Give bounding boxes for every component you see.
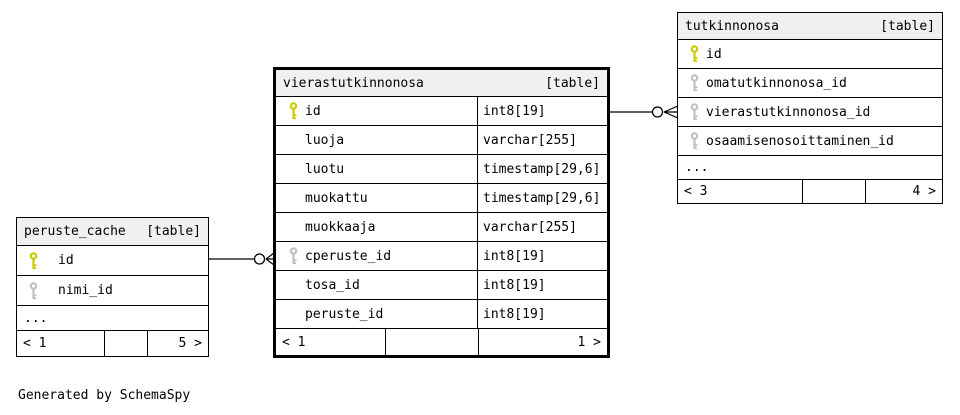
column-name: muokkaaja (305, 219, 376, 235)
footer-spacer (802, 180, 865, 203)
column-row-tosa-id: tosa_id int8[19] (276, 271, 607, 300)
foreign-key-icon (29, 281, 38, 300)
column-row-muokkaaja: muokkaaja varchar[255] (276, 213, 607, 242)
column-type: int8[19] (483, 306, 546, 322)
column-type: int8[19] (483, 248, 546, 264)
column-name: id (305, 103, 321, 119)
column-row-vierastutkinnonosa-id: vierastutkinnonosa_id (678, 98, 942, 127)
column-row-id: id int8[19] (276, 97, 607, 126)
foreign-key-icon (690, 103, 699, 121)
column-row-peruste-id: peruste_id int8[19] (276, 300, 607, 329)
parent-count: < 3 (684, 184, 708, 199)
zero-or-one-circle (651, 106, 664, 118)
crow-foot-icon (663, 105, 679, 119)
column-name: id (58, 253, 74, 268)
zero-or-one-circle (253, 253, 266, 265)
column-type: int8[19] (483, 277, 546, 293)
hidden-columns-ellipsis: ... (678, 156, 942, 180)
child-count: 4 > (865, 180, 942, 203)
child-count: 1 > (478, 329, 607, 355)
column-name: vierastutkinnonosa_id (706, 104, 871, 120)
footer-spacer (385, 329, 478, 355)
column-name: luoja (305, 132, 345, 148)
column-row-luotu: luotu timestamp[29,6] (276, 155, 607, 184)
column-name: nimi_id (58, 283, 113, 298)
foreign-key-icon (690, 132, 699, 150)
column-row-muokattu: muokattu timestamp[29,6] (276, 184, 607, 213)
table-type-label: [table] (880, 18, 935, 34)
table-vierastutkinnonosa: vierastutkinnonosa [table] id int8[19] l… (273, 67, 610, 358)
child-count: 5 > (147, 331, 208, 356)
generated-by-credit: Generated by SchemaSpy (18, 388, 191, 403)
foreign-key-icon (690, 74, 699, 92)
column-name: cperuste_id (305, 248, 392, 264)
table-peruste-cache: peruste_cache [table] id nimi_id ... < 1 (16, 217, 209, 357)
table-footer: < 3 4 > (678, 180, 942, 203)
parent-count: < 1 (282, 334, 306, 350)
column-name: omatutkinnonosa_id (706, 75, 847, 91)
column-row-luoja: luoja varchar[255] (276, 126, 607, 155)
column-type: timestamp[29,6] (483, 190, 601, 206)
column-type: timestamp[29,6] (483, 161, 601, 177)
ellipsis-text: ... (685, 160, 709, 175)
column-row-osaamisenosoittaminen-id: osaamisenosoittaminen_id (678, 127, 942, 156)
column-name: peruste_id (305, 306, 384, 322)
column-name: luotu (305, 161, 345, 177)
ellipsis-text: ... (24, 310, 48, 326)
table-title: peruste_cache (24, 224, 126, 239)
table-title: tutkinnonosa (685, 18, 779, 34)
column-row-nimi-id: nimi_id (17, 276, 208, 306)
column-type: varchar[255] (483, 132, 577, 148)
footer-spacer (104, 331, 147, 356)
column-row-id: id (17, 246, 208, 276)
column-name: id (706, 46, 722, 62)
table-header[interactable]: peruste_cache [table] (17, 218, 208, 246)
column-row-id: id (678, 40, 942, 69)
foreign-key-icon (289, 247, 298, 265)
table-header[interactable]: tutkinnonosa [table] (678, 13, 942, 40)
table-footer: < 1 1 > (276, 329, 607, 355)
relationship-vierastutkinnonosa-tutkinnonosa (610, 105, 679, 119)
column-type: int8[19] (483, 103, 546, 119)
table-title: vierastutkinnonosa (283, 75, 424, 91)
table-tutkinnonosa: tutkinnonosa [table] id omatutkinnonosa_… (677, 12, 943, 204)
relationship-peruste_cache-vierastutkinnonosa (209, 252, 275, 266)
primary-key-icon (289, 102, 298, 120)
column-type: varchar[255] (483, 219, 577, 235)
column-name: muokattu (305, 190, 368, 206)
table-type-label: [table] (545, 75, 600, 91)
column-name: tosa_id (305, 277, 360, 293)
parent-count: < 1 (23, 336, 47, 351)
column-name: osaamisenosoittaminen_id (706, 133, 894, 149)
table-type-label: [table] (146, 224, 201, 239)
column-row-omatutkinnonosa-id: omatutkinnonosa_id (678, 69, 942, 98)
table-footer: < 1 5 > (17, 331, 208, 356)
primary-key-icon (29, 251, 38, 270)
hidden-columns-ellipsis: ... (17, 306, 208, 331)
column-row-cperuste-id: cperuste_id int8[19] (276, 242, 607, 271)
primary-key-icon (690, 45, 699, 63)
table-header[interactable]: vierastutkinnonosa [table] (276, 70, 607, 97)
